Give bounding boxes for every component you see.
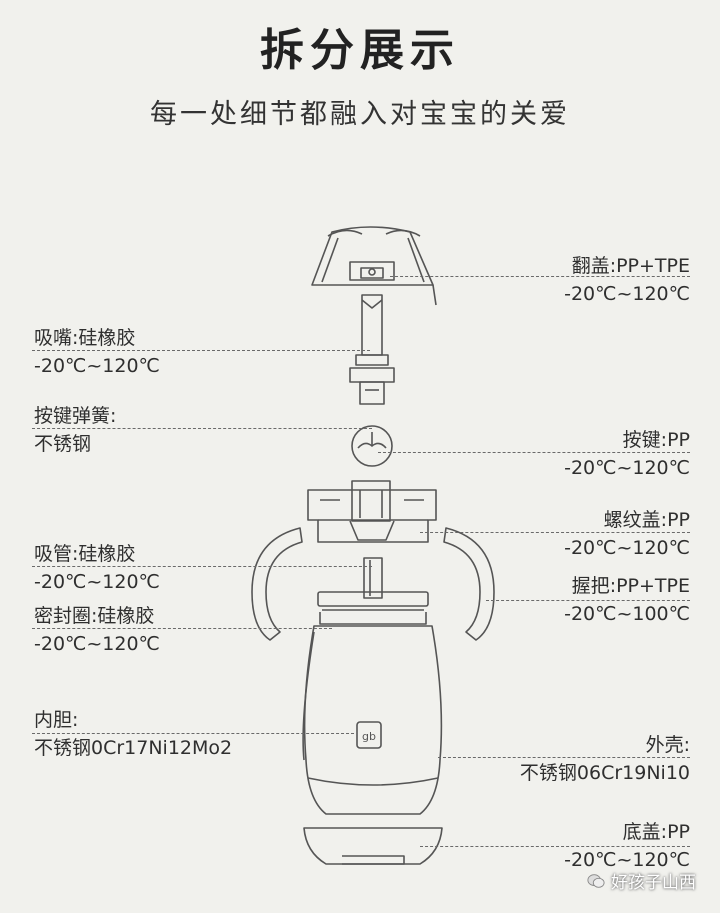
bottom-cap-name: 底盖:PP — [622, 821, 690, 843]
seal-ring-temp: -20℃~120℃ — [34, 633, 160, 655]
flip-lid-label: 翻盖:PP+TPE -20℃~120℃ — [564, 254, 690, 306]
watermark-text: 好孩子山西 — [611, 873, 696, 893]
bottom-cap-label: 底盖:PP -20℃~120℃ — [564, 820, 690, 872]
wechat-icon — [587, 873, 605, 888]
seal-ring-part — [317, 591, 429, 625]
button-part — [351, 425, 393, 467]
leader-bottom-cap — [420, 846, 690, 847]
bottom-cap-part — [303, 827, 443, 865]
watermark: 好孩子山西 — [587, 868, 696, 893]
mouthpiece-label: 吸嘴:硅橡胶 -20℃~120℃ — [34, 326, 160, 378]
inner-liner-name: 内胆: — [34, 709, 79, 731]
leader-handle — [486, 600, 690, 601]
seal-ring-label: 密封圈:硅橡胶 -20℃~120℃ — [34, 604, 160, 656]
button-label: 按键:PP -20℃~120℃ — [564, 428, 690, 480]
brand-logo: gb — [362, 730, 376, 743]
leader-button — [378, 452, 690, 453]
mouthpiece-name: 吸嘴:硅橡胶 — [34, 327, 136, 349]
button-spring-label: 按键弹簧: 不锈钢 — [34, 404, 116, 456]
flip-lid-name: 翻盖:PP+TPE — [571, 255, 690, 277]
thread-cap-part — [307, 480, 437, 543]
outer-shell-name: 外壳: — [645, 734, 690, 756]
handle-temp: -20℃~100℃ — [564, 603, 690, 625]
inner-liner-material: 不锈钢0Cr17Ni12Mo2 — [34, 737, 233, 759]
flip-lid-part — [311, 226, 437, 306]
seal-ring-name: 密封圈:硅橡胶 — [34, 605, 155, 627]
thread-cap-temp: -20℃~120℃ — [564, 537, 690, 559]
mouthpiece-temp: -20℃~120℃ — [34, 355, 160, 377]
leader-button-spring — [32, 428, 372, 429]
straw-temp: -20℃~120℃ — [34, 571, 160, 593]
leader-inner-liner — [32, 733, 354, 734]
mouthpiece-part — [349, 294, 395, 405]
leader-seal-ring — [32, 628, 332, 629]
button-name: 按键:PP — [622, 429, 690, 451]
leader-flip-lid — [390, 276, 690, 277]
page-title: 拆分展示 — [260, 25, 460, 76]
outer-shell-label: 外壳: 不锈钢06Cr19Ni10 — [520, 733, 690, 785]
button-temp: -20℃~120℃ — [564, 457, 690, 479]
leader-outer-shell — [438, 757, 690, 758]
thread-cap-label: 螺纹盖:PP -20℃~120℃ — [564, 508, 690, 560]
outer-shell-material: 不锈钢06Cr19Ni10 — [519, 762, 690, 784]
bottle-body-part: gb — [302, 625, 443, 815]
straw-label: 吸管:硅橡胶 -20℃~120℃ — [34, 542, 160, 594]
page-subtitle: 每一处细节都融入对宝宝的关爱 — [150, 99, 570, 130]
button-spring-material: 不锈钢 — [34, 433, 92, 455]
thread-cap-name: 螺纹盖:PP — [603, 509, 690, 531]
handle-label: 握把:PP+TPE -20℃~100℃ — [564, 574, 690, 626]
handle-part — [251, 527, 495, 641]
leader-straw — [32, 566, 372, 567]
bottom-cap-temp: -20℃~120℃ — [564, 849, 690, 871]
button-spring-name: 按键弹簧: — [34, 405, 117, 427]
handle-name: 握把:PP+TPE — [571, 575, 690, 597]
flip-lid-temp: -20℃~120℃ — [564, 283, 690, 305]
straw-name: 吸管:硅橡胶 — [34, 543, 136, 565]
inner-liner-label: 内胆: 不锈钢0Cr17Ni12Mo2 — [34, 708, 232, 760]
leader-mouthpiece — [32, 350, 370, 351]
leader-thread-cap — [420, 532, 690, 533]
